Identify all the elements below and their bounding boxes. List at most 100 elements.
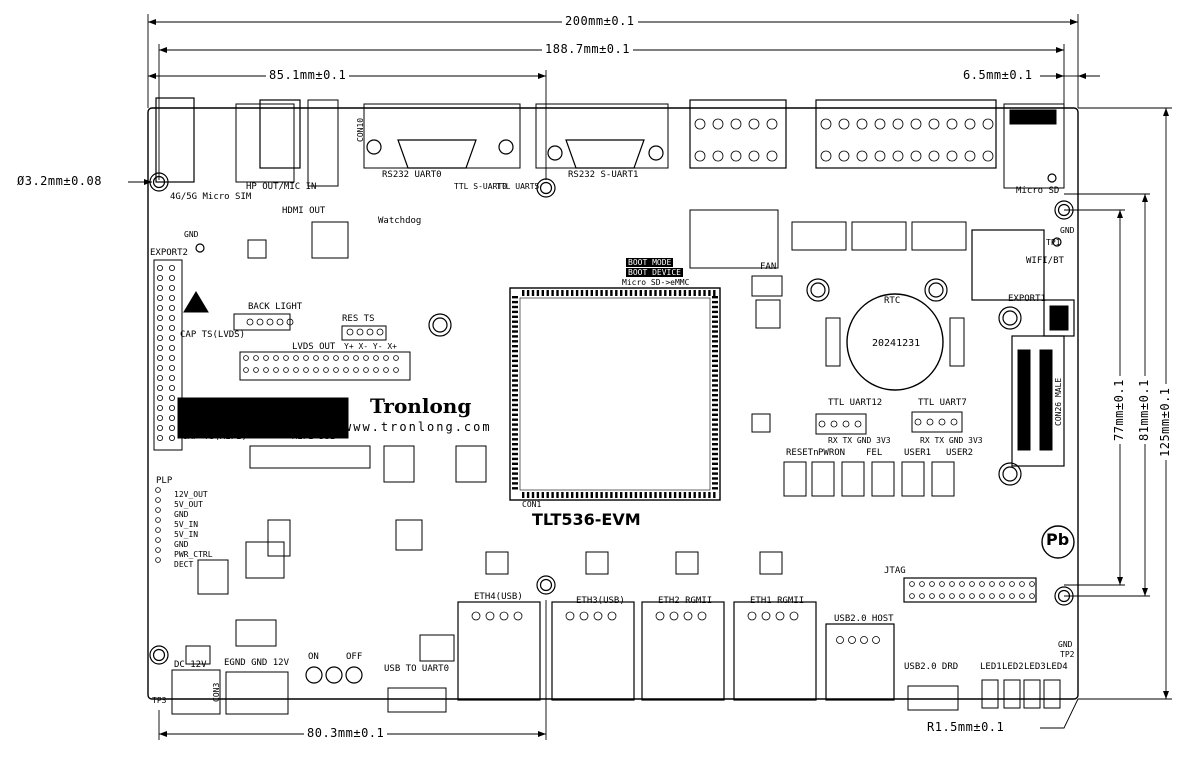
lvds-pin <box>263 355 269 361</box>
lvds-pin <box>353 355 359 361</box>
export2-pin <box>168 334 175 341</box>
dim-hole-diameter: Ø3.2mm±0.08 <box>14 174 105 188</box>
header-pin <box>838 150 850 162</box>
soc-pad <box>673 290 677 296</box>
lvds-pin <box>303 367 309 373</box>
header-pin <box>856 150 868 162</box>
export2-pin <box>168 424 175 431</box>
soc-pad <box>512 349 518 353</box>
soc-pad <box>531 290 535 296</box>
label-cap-ts-lvds: CAP TS(LVDS) <box>180 330 246 340</box>
brand-website: www.tronlong.com <box>344 420 492 434</box>
soc-pad <box>556 290 559 296</box>
usb-host-pin <box>860 636 868 644</box>
label-usb20-drd: USB2.0 DRD <box>904 662 959 672</box>
jtag-pin <box>1029 593 1035 599</box>
label-pwron: PWRON <box>818 448 846 458</box>
soc-pad <box>712 310 718 314</box>
soc-pad <box>512 418 518 421</box>
plp-pin <box>155 537 161 543</box>
jtag-pin <box>959 581 965 587</box>
soc-pad <box>512 467 518 470</box>
header-pin <box>928 118 940 130</box>
label-boot-sd: Micro SD->eMMC <box>622 278 690 287</box>
rj45-pin <box>683 611 693 621</box>
soc-pad <box>712 305 718 309</box>
label-fel: FEL <box>866 448 883 458</box>
export2-pin <box>168 404 175 411</box>
export2-pin <box>168 344 175 351</box>
soc-pad <box>664 492 667 498</box>
soc-pad <box>712 379 718 382</box>
label-eth1: ETH1 RGMII <box>750 596 805 606</box>
uart12-pin <box>818 420 826 428</box>
soc-pad <box>512 394 518 397</box>
jtag-pin <box>919 581 925 587</box>
lvds-pin <box>383 367 389 373</box>
dim-right-offset: 6.5mm±0.1 <box>960 68 1036 82</box>
label-on: ON <box>308 652 319 662</box>
lvds-pin <box>363 355 369 361</box>
soc-pad <box>644 290 647 296</box>
header-pin <box>820 150 832 162</box>
soc-pad <box>712 457 718 461</box>
soc-pad <box>522 290 525 296</box>
soc-pad <box>512 364 518 367</box>
soc-pad <box>512 408 518 412</box>
dim-bottom-span: 80.3mm±0.1 <box>304 726 388 740</box>
soc-pads <box>512 290 718 498</box>
soc-pad <box>712 433 718 436</box>
soc-pad <box>561 290 564 296</box>
components <box>153 97 1075 715</box>
export2-pin <box>156 384 163 391</box>
export2-pin <box>156 294 163 301</box>
soc-pad <box>566 290 569 296</box>
soc-pad <box>712 443 718 446</box>
soc-pad <box>693 492 696 498</box>
header-pins <box>155 118 1035 644</box>
soc-pad <box>669 492 672 498</box>
label-tp3: TP3 <box>152 696 167 705</box>
lvds-pin <box>263 367 269 373</box>
label-user1: USER1 <box>904 448 932 458</box>
label-plp: PLP <box>156 476 173 486</box>
soc-pad <box>712 472 718 475</box>
brand-logo: Tronlong <box>370 394 472 418</box>
header-pin <box>748 150 760 162</box>
soc-pad <box>512 477 518 480</box>
soc-pad <box>605 290 608 296</box>
label-hp-out: HP OUT/MIC IN <box>246 182 317 192</box>
lvds-pin <box>363 367 369 373</box>
uart7-pin <box>926 418 934 426</box>
lvds-pin <box>323 367 329 373</box>
export2-pin <box>156 434 163 441</box>
soc-pad <box>561 492 564 498</box>
soc-pad <box>688 290 691 296</box>
soc-pad <box>688 492 691 498</box>
soc-pad <box>512 305 518 309</box>
jtag-pin <box>929 593 935 599</box>
export2-pin <box>156 314 163 321</box>
label-jtag: JTAG <box>884 566 906 576</box>
label-off: OFF <box>346 652 363 662</box>
header-pin <box>766 118 778 130</box>
soc-pad <box>683 290 687 296</box>
soc-pad <box>512 379 518 382</box>
label-gnd-br: GND <box>1058 640 1073 649</box>
soc-pad <box>571 492 574 498</box>
label-eth4: ETH4(USB) <box>474 592 523 602</box>
res-ts-pin <box>366 328 374 336</box>
rj45-pin <box>761 611 771 621</box>
label-export2: EXPORT2 <box>150 248 188 258</box>
soc-pad <box>512 374 518 377</box>
export2-pin <box>156 404 163 411</box>
label-led3: LED3 <box>1024 662 1046 672</box>
soc-pad <box>712 408 718 412</box>
soc-pad <box>712 335 718 338</box>
soc-pad <box>712 349 718 353</box>
export2-pin <box>156 394 163 401</box>
lvds-pin <box>393 367 399 373</box>
header-pin <box>964 118 976 130</box>
label-gnd-left: GND <box>184 230 199 239</box>
